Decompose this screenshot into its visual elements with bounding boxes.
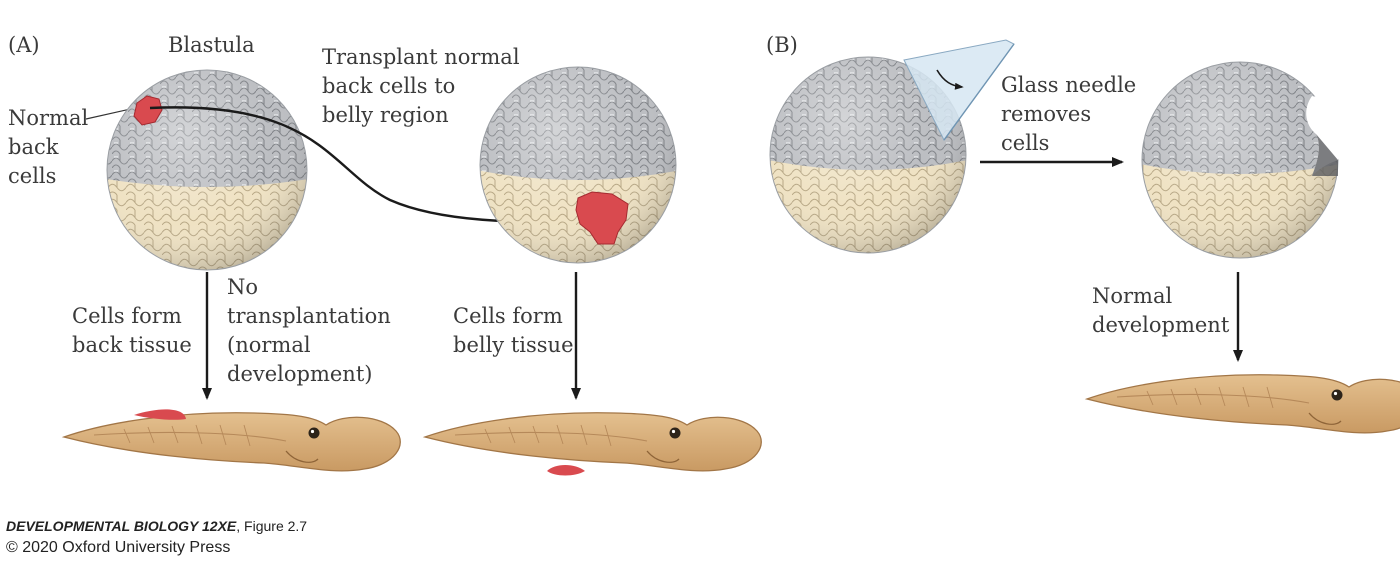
notched-blastula xyxy=(1141,61,1343,259)
control-label-line-2: transplantation xyxy=(227,304,391,328)
left-result-label-line-2: back tissue xyxy=(72,333,192,357)
tadpole-belly-tissue xyxy=(422,412,762,476)
grafted-cells-patch xyxy=(575,191,629,245)
glass-needle xyxy=(903,39,1015,141)
transplant-label-line-1: Transplant normal xyxy=(322,45,520,69)
tadpole-eye xyxy=(669,427,681,439)
donor-label-line-2: back xyxy=(8,135,59,159)
donor-label: Normal back cells xyxy=(8,106,88,188)
panel-b-letter: (B) xyxy=(766,33,798,57)
donor-blastula xyxy=(106,69,308,271)
result-label-line-1: Normal xyxy=(1092,284,1172,308)
credit-title: Developmental Biology 12xe, Figure 2.7 xyxy=(6,518,307,534)
tadpole-back-tissue xyxy=(61,409,401,472)
needle-label: Glass needle removes cells xyxy=(1001,73,1136,155)
right-result-label-line-2: belly tissue xyxy=(453,333,574,357)
blastula-label: Blastula xyxy=(168,33,255,57)
control-label-line-3: (normal xyxy=(227,333,311,357)
needle-label-line-2: removes xyxy=(1001,102,1091,126)
needle-label-line-3: cells xyxy=(1001,131,1049,155)
result-label-line-2: development xyxy=(1092,313,1230,337)
right-result-label: Cells form belly tissue xyxy=(453,304,574,357)
needle-label-line-1: Glass needle xyxy=(1001,73,1136,97)
result-label: Normal development xyxy=(1092,284,1230,337)
donor-cells-patch xyxy=(133,95,163,126)
transplant-label-line-2: back cells to xyxy=(322,74,455,98)
transplant-label-line-3: belly region xyxy=(322,103,449,127)
credit-book: Developmental Biology 12xe xyxy=(6,518,237,534)
transplant-label: Transplant normal back cells to belly re… xyxy=(322,45,520,127)
control-label-line-1: No xyxy=(227,275,258,299)
left-result-label: Cells form back tissue xyxy=(72,304,192,357)
belly-tissue-patch xyxy=(547,465,585,476)
left-result-label-line-1: Cells form xyxy=(72,304,182,328)
needle-motion-arrow xyxy=(936,69,964,90)
credit-copyright: © 2020 Oxford University Press xyxy=(6,539,231,556)
donor-label-line-3: cells xyxy=(8,164,56,188)
back-tissue-patch xyxy=(134,409,186,420)
tadpole-eye xyxy=(308,427,320,439)
credit-figure: , Figure 2.7 xyxy=(236,518,308,534)
tadpole-normal xyxy=(1084,374,1400,434)
panel-b: (B) Glass needle removes cells xyxy=(766,33,1400,434)
control-label-line-4: development) xyxy=(227,362,372,386)
host-blastula xyxy=(479,66,677,264)
tadpole-eye xyxy=(1331,389,1343,401)
control-label: No transplantation (normal development) xyxy=(227,275,391,386)
right-result-label-line-1: Cells form xyxy=(453,304,563,328)
panel-a-letter: (A) xyxy=(8,33,40,57)
donor-label-line-1: Normal xyxy=(8,106,88,130)
panel-a: (A) Blastula Normal back cells Transplan… xyxy=(8,33,762,476)
